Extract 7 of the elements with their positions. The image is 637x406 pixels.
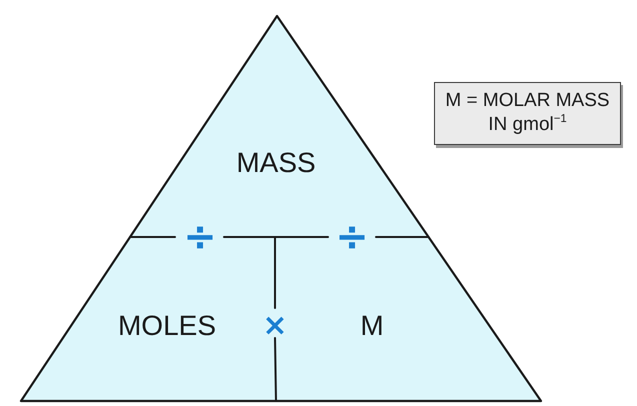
quantity-label: MASS <box>226 147 326 179</box>
multiplication-sign: × <box>262 311 288 341</box>
note-box: M = MOLAR MASS IN gmol$^{−1}$ <box>434 82 621 145</box>
quantity-label: MOLES <box>116 310 218 342</box>
division-sign: ÷ <box>183 217 217 257</box>
division-sign: ÷ <box>335 217 369 257</box>
quantity-label: M <box>356 310 388 342</box>
